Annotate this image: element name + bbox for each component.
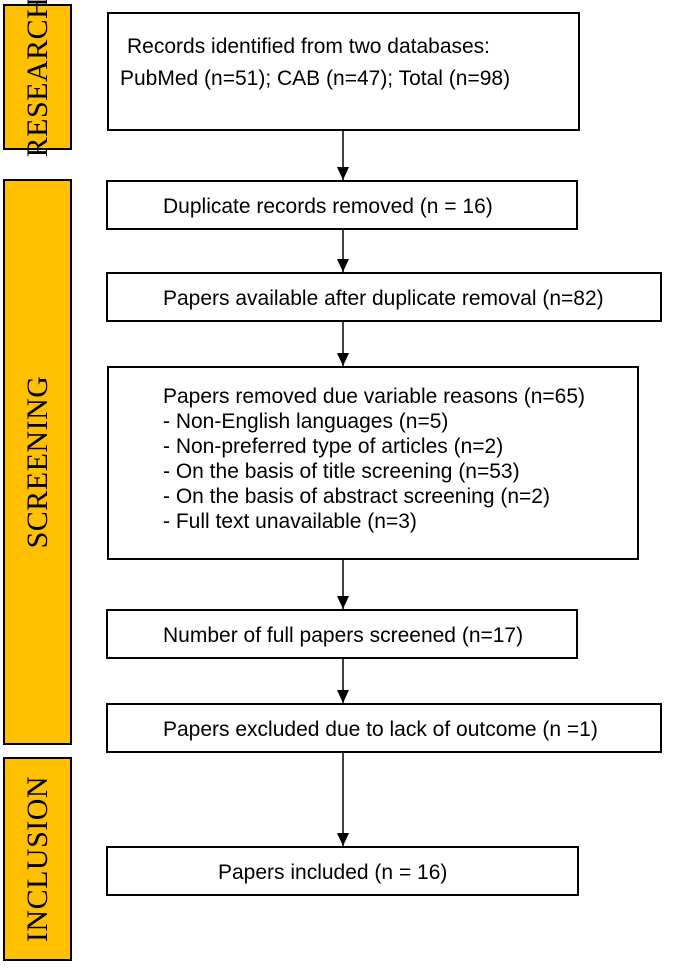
box-records-identified: Records identified from two databases: P… [107,12,580,131]
papers-included-text: Papers included (n = 16) [218,861,448,884]
duplicates-removed-text: Duplicate records removed (n = 16) [163,195,493,218]
removal-reason-item: - Non-English languages (n=5) [163,410,449,433]
records-identified-line-1: Records identified from two databases: [127,35,491,58]
box-papers-available: Papers available after duplicate removal… [106,272,662,322]
box-duplicates-removed: Duplicate records removed (n = 16) [106,180,578,230]
records-identified-line-2: PubMed (n=51); CAB (n=47); Total (n=98) [120,67,511,91]
arrowhead-excluded-to-included [337,833,349,846]
removal-reason-item: - Full text unavailable (n=3) [163,510,417,533]
box-papers-removed: Papers removed due variable reasons (n=6… [107,366,639,560]
removal-reason-item: - On the basis of abstract screening (n=… [163,485,550,508]
phase-inclusion: INCLUSION [3,757,72,961]
phase-research: RESEARCH [3,0,72,157]
removal-reason-item: - On the basis of title screening (n=53) [163,460,520,483]
box-papers-included: Papers included (n = 16) [106,846,579,896]
papers-available-text: Papers available after duplicate removal… [163,287,604,310]
box-full-papers-screened: Number of full papers screened (n=17) [106,609,578,659]
arrowhead-available-to-removed [337,353,349,366]
removal-reason-item: - Non-preferred type of articles (n=2) [163,435,504,458]
arrowhead-screened-to-excluded [337,690,349,703]
arrowhead-removed-to-screened [337,596,349,609]
papers-removed-heading: Papers removed due variable reasons (n=6… [163,385,585,408]
full-papers-screened-text: Number of full papers screened (n=17) [163,624,524,647]
papers-excluded-text: Papers excluded due to lack of outcome (… [163,718,598,741]
arrowhead-duplicates-to-available [337,259,349,272]
phase-screening: SCREENING [3,179,72,745]
box-papers-excluded: Papers excluded due to lack of outcome (… [106,703,662,753]
arrowhead-identified-to-duplicates [337,167,349,180]
